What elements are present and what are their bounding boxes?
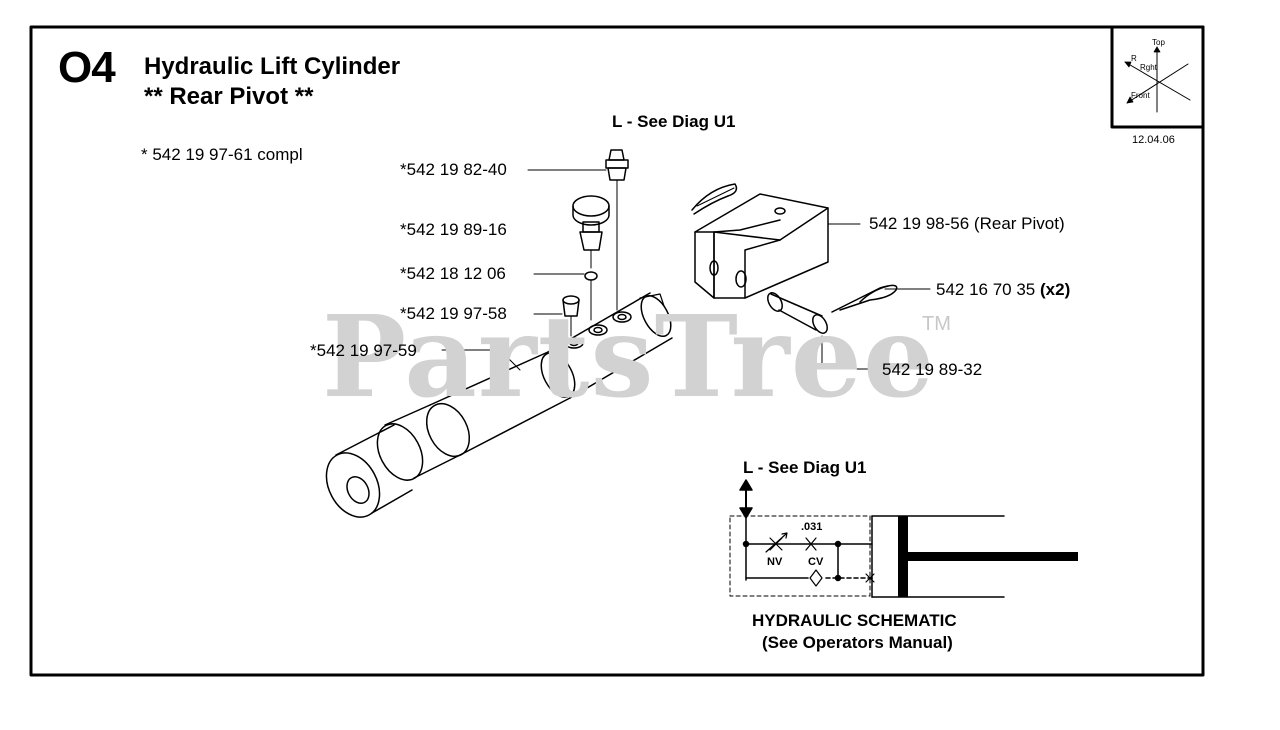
grease-fitting — [605, 149, 629, 311]
part-callout-542-19-89-16[interactable]: *542 19 89-16 — [400, 220, 507, 239]
schematic-title: HYDRAULIC SCHEMATIC — [752, 611, 957, 630]
schematic-orifice-label: .031 — [801, 521, 823, 533]
schematic-subtitle: (See Operators Manual) — [762, 633, 953, 652]
orientation-top-label: Top — [1152, 38, 1165, 47]
watermark-text: PartsTree — [322, 292, 936, 423]
needle-valve — [572, 195, 610, 269]
hydraulic-schematic — [729, 479, 1078, 598]
rear-pivot-block — [691, 183, 829, 299]
part-callout-542-19-97-58[interactable]: *542 19 97-58 — [400, 304, 507, 323]
orientation-front-label: Front — [1131, 91, 1150, 100]
leader-lines — [441, 169, 931, 371]
part-callout-542-19-89-32[interactable]: 542 19 89-32 — [882, 360, 983, 379]
part-quantity: (x2) — [1040, 280, 1071, 299]
orientation-icon — [1110, 25, 1205, 129]
schematic-see-diag-label: L - See Diag U1 — [743, 458, 867, 477]
orientation-right-label: Rght — [1140, 63, 1157, 72]
schematic-cv-label: CV — [808, 556, 824, 568]
part-callout-542-19-82-40[interactable]: *542 19 82-40 — [400, 160, 507, 179]
hair-pin — [831, 284, 898, 313]
part-callout-542-16-70-35[interactable]: 542 16 70 35 (x2) — [936, 281, 1070, 298]
revision-date: 12.04.06 — [1132, 134, 1175, 146]
watermark-trademark: TM — [922, 313, 951, 335]
schematic-nv-label: NV — [767, 556, 783, 568]
orientation-r-label: R — [1131, 54, 1137, 63]
section-subtitle: ** Rear Pivot ** — [144, 83, 314, 110]
check-valve — [562, 295, 580, 337]
part-number: 542 16 70 35 — [936, 280, 1036, 299]
see-diag-top-label: L - See Diag U1 — [612, 112, 736, 131]
clevis-pin — [767, 292, 828, 334]
section-code: O4 — [58, 43, 116, 92]
page-frame — [29, 25, 1205, 677]
o-ring — [584, 271, 598, 281]
part-callout-542-19-97-59[interactable]: *542 19 97-59 — [310, 341, 417, 360]
complete-assembly-note: * 542 19 97-61 compl — [141, 145, 303, 164]
cylinder-barrel — [325, 292, 673, 518]
part-callout-542-18-12-06[interactable]: *542 18 12 06 — [400, 264, 506, 283]
part-callout-542-19-98-56[interactable]: 542 19 98-56 (Rear Pivot) — [869, 214, 1065, 233]
section-title: Hydraulic Lift Cylinder — [144, 53, 401, 80]
